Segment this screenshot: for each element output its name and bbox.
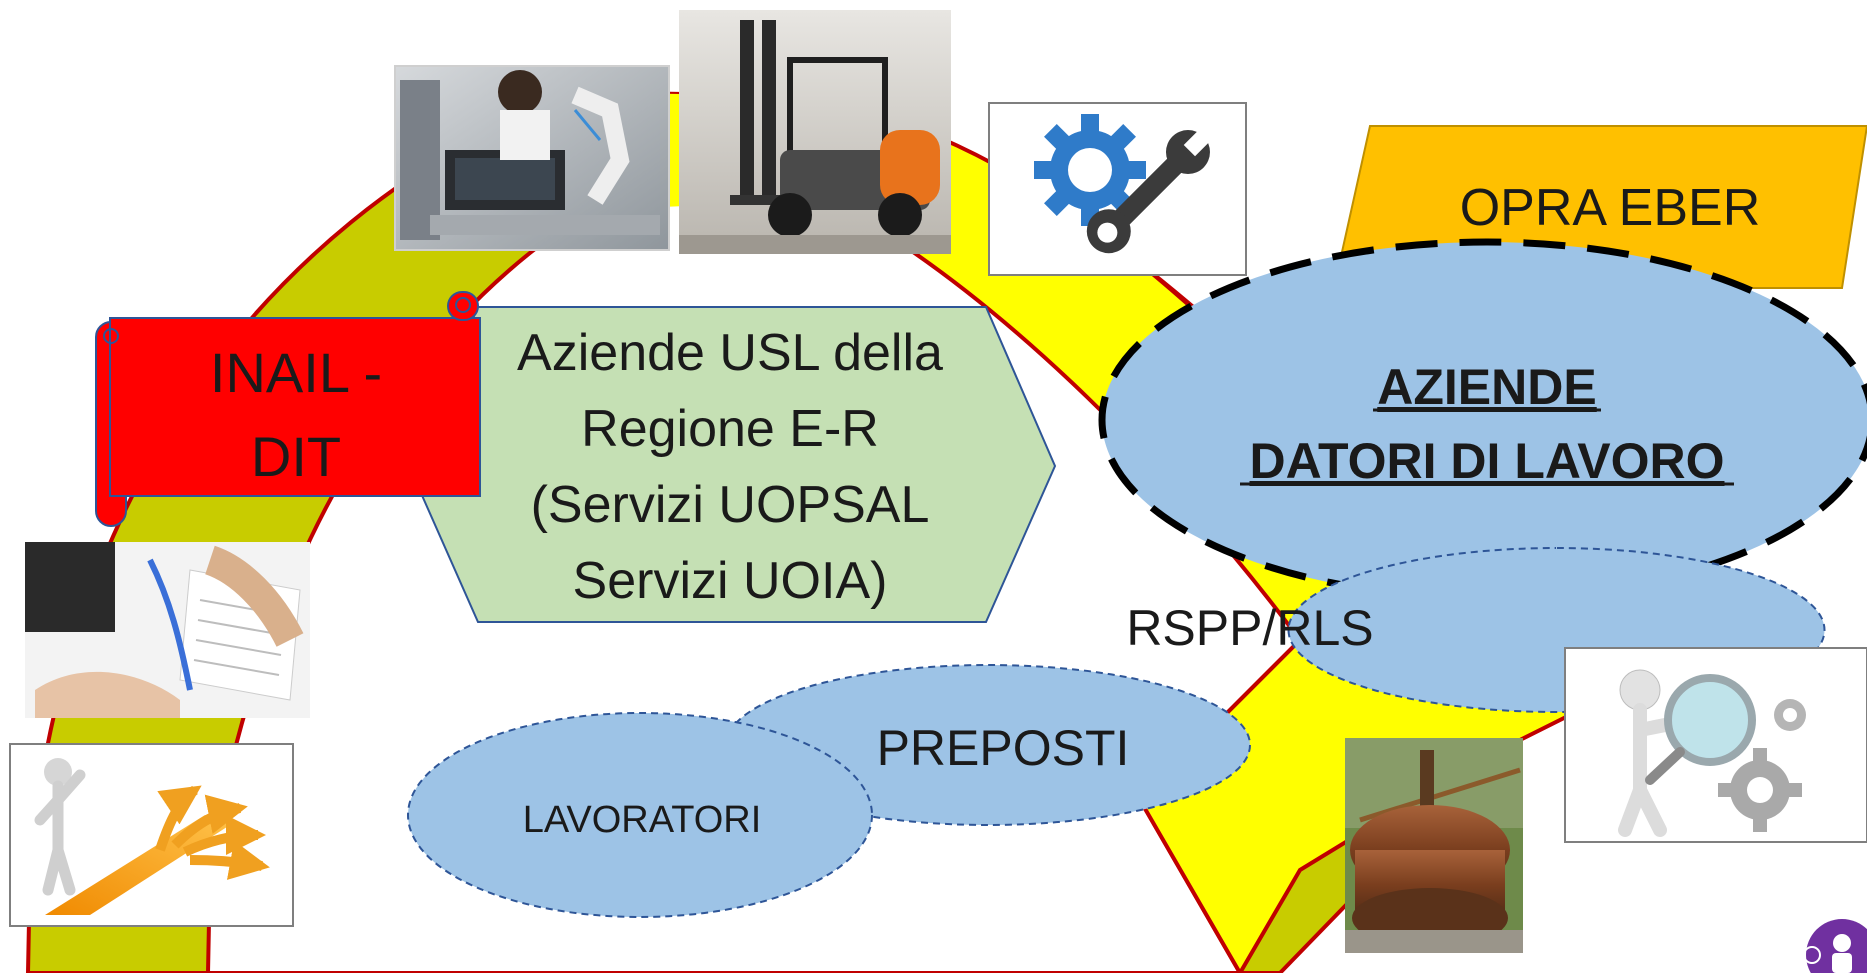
preposti-label: PREPOSTI [877,720,1130,776]
usl-pentagon: Aziende USL della Regione E-R (Servizi U… [407,306,1057,623]
lavoratori-bubble: LAVORATORI [407,712,873,918]
usl-line-4: Servizi UOIA) [573,552,888,610]
robot-lab-photo [394,65,670,251]
usl-line-2: Regione E-R [581,400,879,458]
rspp-rls-label: RSPP/RLS [1126,600,1373,656]
crossroads-arrows-icon [9,743,294,927]
inail-scroll: INAIL - DIT [95,291,481,527]
usl-line-1: Aziende USL della [517,324,943,382]
biohazard-worker-logo [1803,919,1867,973]
usl-line-3: (Servizi UOPSAL [531,476,930,534]
magnifier-figure-icon [1564,647,1867,843]
forklift-photo [679,10,951,254]
lavoratori-label: LAVORATORI [523,799,762,841]
aziende-title: AZIENDE [1377,359,1596,415]
inail-line-1: INAIL - [210,341,382,404]
inail-line-2: DIT [251,425,341,488]
gear-wrench-icon [988,102,1247,276]
aziende-ellipse: AZIENDE DATORI DI LAVORO [1098,238,1867,602]
contract-signing-photo [25,542,310,718]
opra-eber-label: OPRA EBER [1460,179,1761,237]
rusty-tank-photo [1345,738,1523,953]
aziende-subtitle: DATORI DI LAVORO [1250,433,1725,489]
